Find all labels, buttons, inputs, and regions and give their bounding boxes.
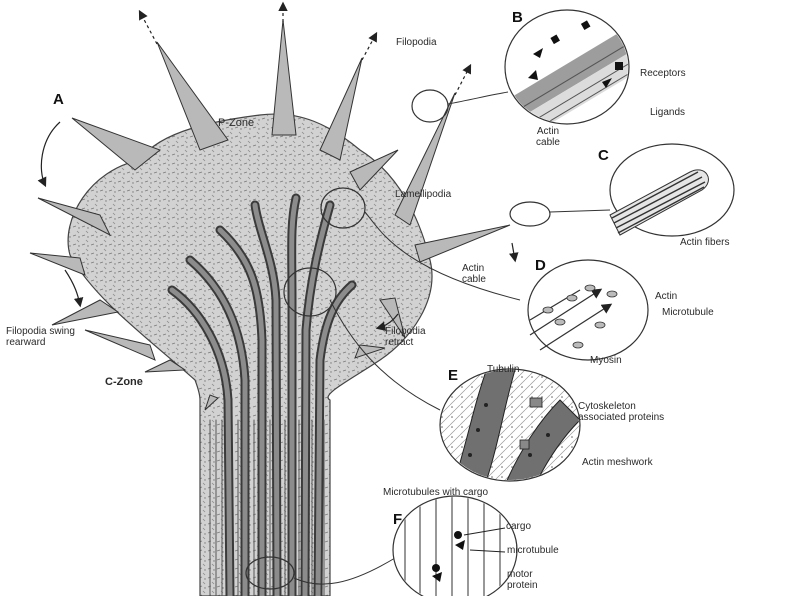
cargo-label: cargo [506, 522, 531, 533]
actin-cable-main-label: Actin cable [462, 264, 510, 285]
filopodia-retract-label: Filopodia retract [385, 327, 445, 348]
panel-letter-e: E [448, 368, 458, 384]
panel-e-zoom [440, 360, 580, 485]
filopodia-label: Filopodia [396, 38, 437, 49]
panel-letter-c: C [598, 148, 609, 164]
tubulin-label: Tubulin [487, 365, 519, 376]
filopodia-swing-label: Filopodia swing rearward [6, 327, 86, 348]
actin-d-label: Actin [655, 292, 677, 303]
microtubule-d-label: Microtubule [662, 308, 714, 319]
panel-d-zoom [528, 260, 648, 360]
microtubule-f-label: microtubule [507, 546, 559, 557]
actin-cable-b-label: Actin cable [528, 127, 568, 148]
lamellipodia-label: Lamellipodia [395, 190, 451, 201]
receptors-label: Receptors [640, 69, 686, 80]
panel-letter-f: F [393, 512, 402, 528]
panel-letter-d: D [535, 258, 546, 274]
panel-f-zoom [393, 490, 517, 596]
actin-fibers-label: Actin fibers [680, 238, 729, 249]
cytoskeleton-proteins-label: Cytoskeleton associated proteins [578, 402, 668, 423]
panel-letter-a: A [53, 92, 64, 108]
c-zone-label: C-Zone [105, 377, 143, 389]
extension-arrows [140, 4, 470, 95]
panel-c-zoom [610, 144, 734, 236]
motor-protein-label: motor protein [507, 570, 552, 591]
myosin-label: Myosin [590, 356, 622, 367]
microtubules-cargo-label: Microtubules with cargo [383, 488, 488, 499]
panel-b-zoom [490, 10, 660, 148]
ligands-label: Ligands [650, 108, 685, 119]
growth-cone-body [68, 114, 432, 596]
p-zone-label: P-Zone [218, 118, 254, 130]
panel-letter-b: B [512, 10, 523, 26]
actin-meshwork-label: Actin meshwork [582, 458, 653, 469]
